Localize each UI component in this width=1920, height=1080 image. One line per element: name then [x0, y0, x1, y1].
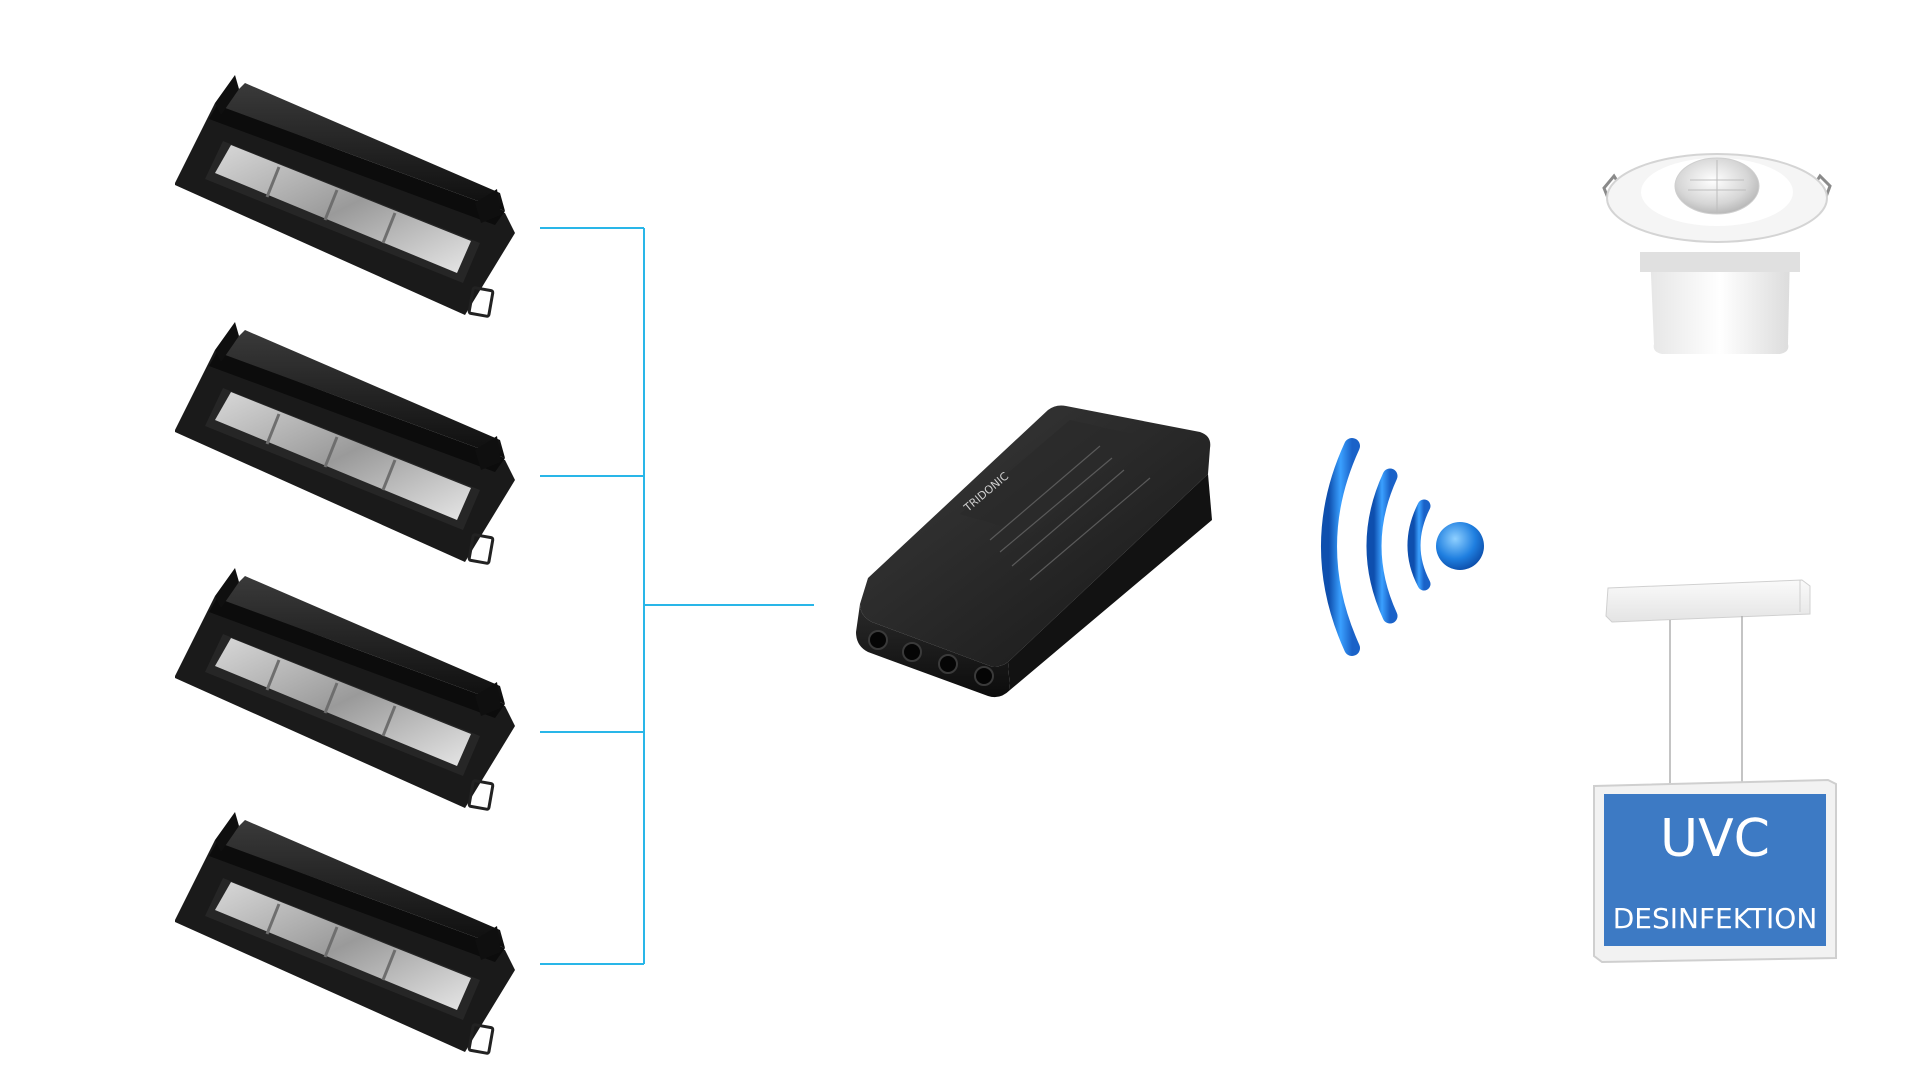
uvc-subtitle: DESINFEKTION — [1613, 902, 1818, 935]
wireless-source-dot — [1436, 522, 1484, 570]
linear-downlight-icon — [173, 73, 517, 319]
motion-sensor-icon — [1602, 153, 1832, 354]
terminal-port — [868, 630, 888, 650]
wireless-wave-outer — [1321, 438, 1360, 656]
wireless-wave-inner — [1407, 499, 1431, 591]
luminaire-group — [173, 73, 517, 1056]
linear-downlight-icon — [173, 566, 517, 812]
uvc-title: UVC — [1660, 809, 1770, 869]
terminal-port — [974, 666, 994, 686]
terminal-port — [938, 654, 958, 674]
led-driver-icon: TRIDONIC — [856, 405, 1212, 698]
linear-downlight-icon — [173, 320, 517, 566]
linear-downlight-icon — [173, 810, 517, 1056]
terminal-port — [902, 642, 922, 662]
wireless-signal-icon — [1321, 438, 1484, 656]
uvc-disinfection-icon: UVC DESINFEKTION — [1593, 579, 1837, 964]
wireless-wave-middle — [1366, 468, 1398, 624]
bus-connector — [540, 227, 814, 965]
uvc-panel-screen — [1604, 794, 1826, 946]
